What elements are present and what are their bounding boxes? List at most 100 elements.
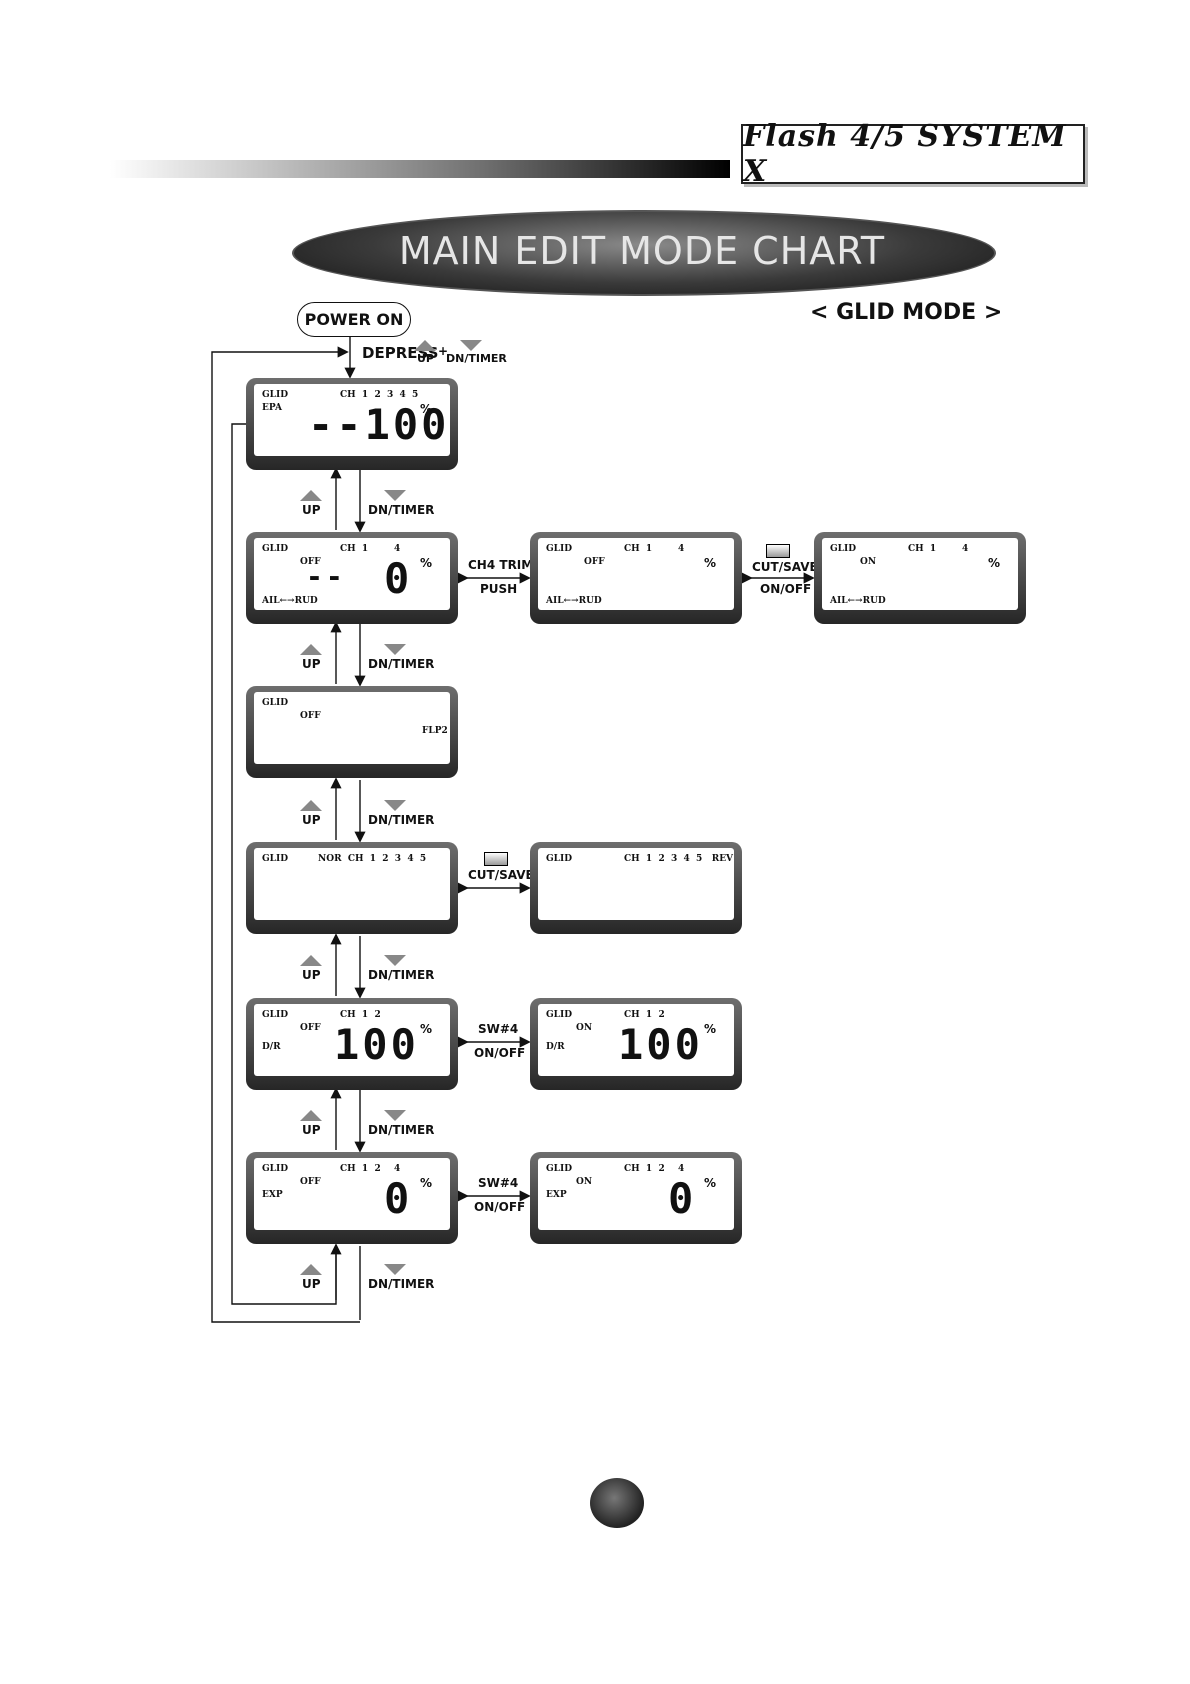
- up-triangle-icon: [300, 490, 322, 501]
- dn-timer-label: DN/TIMER: [368, 657, 435, 671]
- mode-text: GLID: [262, 1010, 289, 1020]
- brand-logo: Flash 4/5 SYSTEM X: [741, 119, 1085, 189]
- mix-pair-text: AIL←→RUD: [262, 596, 318, 606]
- mode-text: GLID: [546, 1010, 573, 1020]
- flap-label: FLP2: [422, 726, 448, 736]
- state-text: ON: [860, 557, 877, 567]
- channel-4-text: 4: [962, 544, 969, 554]
- down-triangle-icon: [384, 800, 406, 811]
- percent-sign: %: [420, 402, 433, 416]
- dash-readout: --: [306, 560, 346, 593]
- channel-text: NOR CH 1 2 3 4 5: [318, 854, 427, 864]
- lcd-screen-epa: GLID EPA CH 1 2 3 4 5 --100 %: [246, 378, 458, 470]
- footer-logo-icon: [590, 1478, 644, 1528]
- channel-text: CH 1 2: [624, 1010, 665, 1020]
- down-triangle-icon: [384, 955, 406, 966]
- mix-pair-text: AIL←→RUD: [830, 596, 886, 606]
- state-text: ON: [576, 1023, 593, 1033]
- percent-sign: %: [704, 556, 717, 570]
- state-text: OFF: [584, 557, 605, 567]
- mode-text: GLID: [262, 390, 289, 400]
- mode-text: GLID: [546, 544, 573, 554]
- channel-4-text: 4: [394, 1164, 401, 1174]
- mode-label: < GLID MODE >: [810, 300, 1003, 325]
- up-label: UP: [302, 968, 321, 982]
- channel-text: CH 1 2: [340, 1010, 381, 1020]
- cut-save-button-icon: [484, 852, 508, 866]
- power-on-button[interactable]: POWER ON: [297, 302, 411, 337]
- cut-save-button-icon: [766, 544, 790, 558]
- channel-4-text: 4: [394, 544, 401, 554]
- push-label: PUSH: [480, 582, 518, 596]
- up-label: UP: [302, 813, 321, 827]
- lcd-screen-dr-off: GLID OFF CH 1 2 100 % D/R: [246, 998, 458, 1090]
- lcd-screen-mix-push: GLID OFF CH 1 4 % AIL←→RUD: [530, 532, 742, 624]
- function-text: EXP: [262, 1190, 283, 1200]
- function-text: EPA: [262, 403, 282, 413]
- channel-4-text: 4: [678, 1164, 685, 1174]
- value-readout: 0: [668, 1174, 697, 1223]
- value-readout: --100: [308, 400, 450, 449]
- up-triangle-icon: [300, 644, 322, 655]
- function-text: D/R: [262, 1042, 281, 1052]
- up-triangle-icon: [300, 800, 322, 811]
- state-text: OFF: [300, 711, 321, 721]
- channel-text: CH 1 2: [624, 1164, 665, 1174]
- cut-save-label: CUT/SAVE: [468, 868, 534, 882]
- percent-sign: %: [420, 556, 433, 570]
- down-triangle-icon: [384, 644, 406, 655]
- percent-sign: %: [704, 1176, 717, 1190]
- state-text: OFF: [300, 557, 321, 567]
- dn-timer-label: DN/TIMER: [446, 352, 507, 365]
- dn-timer-label: DN/TIMER: [368, 1277, 435, 1291]
- mix-pair-text: AIL←→RUD: [546, 596, 602, 606]
- percent-sign: %: [420, 1022, 433, 1036]
- up-label: UP: [302, 1123, 321, 1137]
- state-text: ON: [576, 1177, 593, 1187]
- down-triangle-icon: [460, 340, 482, 351]
- sw4-label: SW#4: [478, 1176, 519, 1190]
- lcd-screen-reverse-rev: GLID CH 1 2 3 4 5 REV: [530, 842, 742, 934]
- lcd-screen-exp-off: GLID OFF CH 1 2 4 0 % EXP: [246, 1152, 458, 1244]
- page-title: MAIN EDIT MODE CHART: [398, 229, 886, 273]
- dn-timer-label: DN/TIMER: [368, 813, 435, 827]
- lcd-screen-dr-on: GLID ON CH 1 2 100 % D/R: [530, 998, 742, 1090]
- ch4-trim-label: CH4 TRIM: [468, 558, 534, 572]
- lcd-screen-mix-off: GLID OFF CH 1 4 -- 0 % AIL←→RUD: [246, 532, 458, 624]
- percent-sign: %: [988, 556, 1001, 570]
- value-readout: 0: [384, 554, 413, 603]
- dn-timer-label: DN/TIMER: [368, 968, 435, 982]
- mode-text: GLID: [262, 854, 289, 864]
- mode-text: GLID: [262, 1164, 289, 1174]
- channel-text: CH 1: [340, 544, 369, 554]
- up-label: UP: [302, 503, 321, 517]
- sw4-label: SW#4: [478, 1022, 519, 1036]
- up-triangle-icon: [300, 1264, 322, 1275]
- plus-label: +: [438, 344, 449, 358]
- state-text: OFF: [300, 1023, 321, 1033]
- down-triangle-icon: [384, 1264, 406, 1275]
- channel-text: CH 1: [908, 544, 937, 554]
- dn-timer-label: DN/TIMER: [368, 1123, 435, 1137]
- cut-save-label: CUT/SAVE: [752, 560, 818, 574]
- mode-text: GLID: [262, 544, 289, 554]
- up-label: UP: [417, 352, 434, 365]
- percent-sign: %: [420, 1176, 433, 1190]
- function-text: EXP: [546, 1190, 567, 1200]
- channel-text: CH 1 2 3 4 5: [340, 390, 419, 400]
- lcd-screen-reverse-nor: GLID NOR CH 1 2 3 4 5: [246, 842, 458, 934]
- on-off-label: ON/OFF: [474, 1200, 526, 1214]
- percent-sign: %: [704, 1022, 717, 1036]
- mode-text: GLID: [546, 854, 573, 864]
- lcd-screen-flap: GLID OFF FLP2: [246, 686, 458, 778]
- up-triangle-icon: [414, 340, 436, 351]
- title-banner: [292, 210, 996, 296]
- down-triangle-icon: [384, 490, 406, 501]
- value-readout: 0: [384, 1174, 413, 1223]
- value-readout: 100: [334, 1020, 419, 1069]
- down-triangle-icon: [384, 1110, 406, 1121]
- on-off-label: ON/OFF: [474, 1046, 526, 1060]
- channel-text: CH 1 2: [340, 1164, 381, 1174]
- header-gradient-bar: [110, 160, 730, 178]
